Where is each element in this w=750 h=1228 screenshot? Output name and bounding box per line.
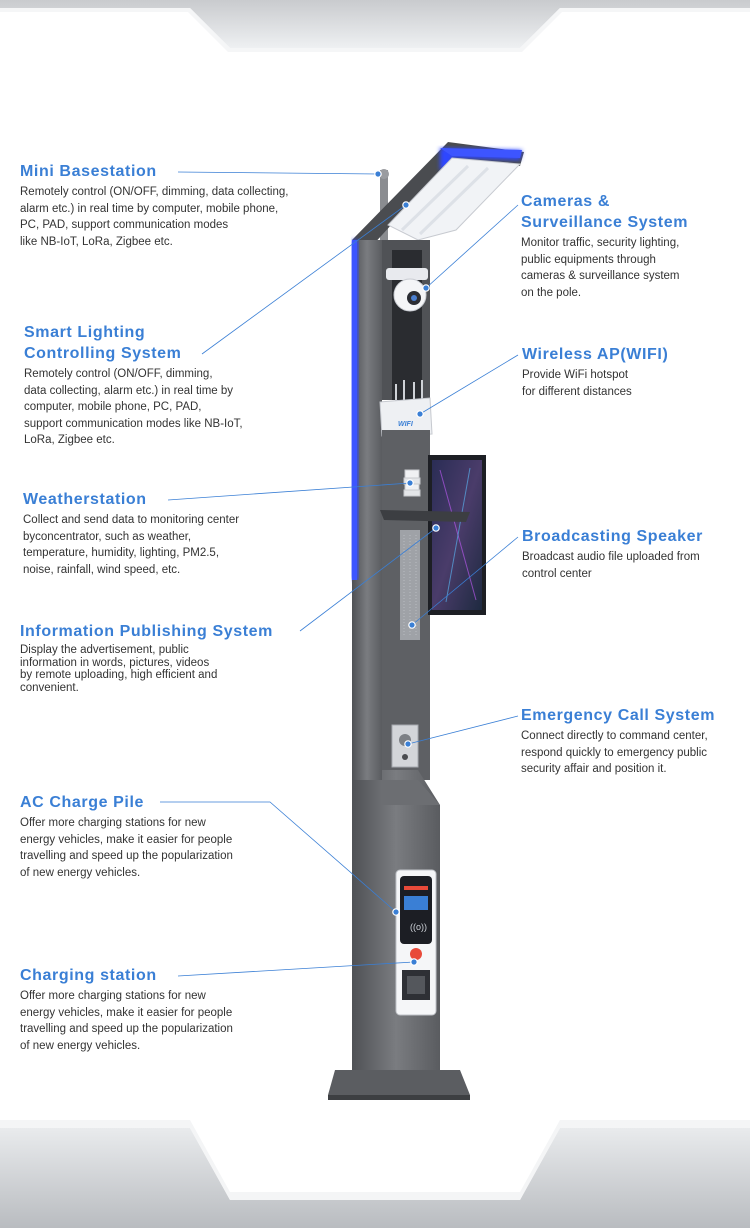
feature-desc: Connect directly to command center, resp…	[521, 730, 708, 775]
feature-title: Smart Lighting Controlling System	[24, 324, 182, 362]
feature-desc: Monitor traffic, security lighting, publ…	[521, 237, 680, 299]
feature-information-publishing: Information Publishing System Display th…	[20, 621, 320, 694]
feature-charging-station: Charging station Offer more charging sta…	[20, 965, 310, 1054]
pole-base-plate	[328, 1070, 470, 1095]
feature-desc: Offer more charging stations for new ene…	[20, 990, 233, 1052]
callout-dot	[374, 170, 382, 178]
bottom-decorative-band	[0, 1120, 750, 1228]
feature-emergency-call: Emergency Call System Connect directly t…	[521, 705, 746, 778]
feature-cameras-surveillance: Cameras & Surveillance System Monitor tr…	[521, 191, 746, 301]
feature-weatherstation: Weatherstation Collect and send data to …	[23, 489, 313, 578]
ac-charge-pile-panel: ((o))	[395, 869, 437, 1016]
leader-mini-basestation	[177, 171, 379, 175]
leader-ac-charge-pile	[160, 801, 397, 913]
middle-pole	[352, 580, 382, 780]
feature-desc: Remotely control (ON/OFF, dimming, data …	[24, 368, 243, 446]
feature-title: AC Charge Pile	[20, 794, 144, 811]
feature-ac-charge-pile: AC Charge Pile Offer more charging stati…	[20, 792, 310, 881]
leader-smart-lighting	[201, 204, 407, 355]
leader-wireless-ap	[419, 354, 519, 415]
feature-title: Information Publishing System	[20, 623, 273, 640]
feature-title: Cameras & Surveillance System	[521, 193, 689, 231]
feature-desc: Broadcast audio file uploaded from contr…	[522, 551, 700, 580]
feature-smart-lighting: Smart Lighting Controlling System Remote…	[24, 322, 314, 449]
callout-dot	[402, 201, 410, 209]
feature-title: Weatherstation	[23, 491, 147, 508]
leader-charging-station	[177, 961, 415, 977]
information-display-screen	[428, 455, 486, 615]
callout-dot	[406, 479, 414, 487]
leader-broadcasting-speaker	[411, 536, 519, 626]
callout-dot	[432, 524, 440, 532]
feature-desc: Display the advertisement, public inform…	[20, 644, 218, 694]
camera-device	[386, 268, 428, 312]
feature-desc: Offer more charging stations for new ene…	[20, 817, 233, 879]
feature-desc: Provide WiFi hotspot for different dista…	[522, 369, 632, 398]
callout-dot	[404, 740, 412, 748]
svg-text:((o)): ((o))	[410, 922, 427, 932]
feature-title: Emergency Call System	[521, 707, 716, 724]
wifi-box-label: WIFI	[398, 421, 414, 428]
callout-dot	[392, 908, 400, 916]
callout-dot	[416, 410, 424, 418]
feature-title: Mini Basestation	[20, 163, 157, 180]
feature-desc: Collect and send data to monitoring cent…	[23, 514, 240, 576]
feature-wireless-ap: Wireless AP(WIFI) Provide WiFi hotspot f…	[522, 344, 747, 400]
leader-emergency-call	[407, 715, 519, 745]
feature-broadcasting-speaker: Broadcasting Speaker Broadcast audio fil…	[522, 526, 747, 582]
feature-mini-basestation: Mini Basestation Remotely control (ON/OF…	[20, 161, 360, 250]
callout-dot	[408, 621, 416, 629]
feature-title: Broadcasting Speaker	[522, 528, 703, 545]
feature-title: Charging station	[20, 967, 157, 984]
wifi-ap-device: WIFI	[379, 380, 433, 437]
callout-dot	[422, 284, 430, 292]
feature-desc: Remotely control (ON/OFF, dimming, data …	[20, 186, 289, 248]
top-decorative-band	[0, 0, 750, 52]
leader-information-publishing	[299, 527, 437, 632]
leader-cameras	[425, 204, 519, 289]
callout-dot	[410, 958, 418, 966]
feature-title: Wireless AP(WIFI)	[522, 346, 669, 363]
broadcasting-speaker-device	[400, 530, 420, 640]
leader-weatherstation	[167, 482, 411, 501]
mini-basestation-mast	[380, 170, 388, 240]
